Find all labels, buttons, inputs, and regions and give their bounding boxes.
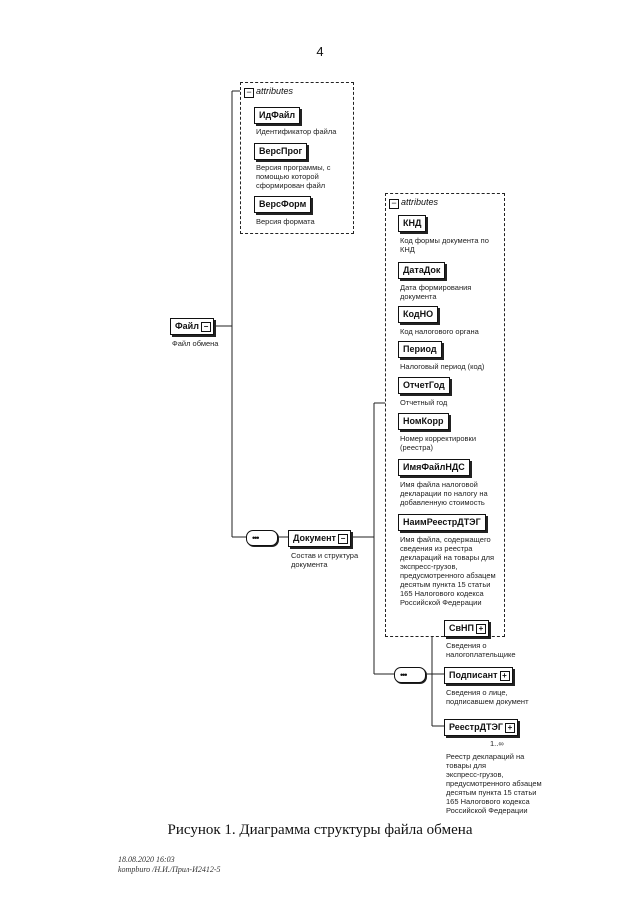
expand-icon[interactable]: +	[505, 723, 515, 733]
attributes-header: −attributes	[389, 197, 438, 209]
expand-icon[interactable]: +	[476, 624, 487, 634]
attr-naimreestrdteg[interactable]: НаимРеестрДТЭГ	[398, 514, 486, 531]
attr-period-desc: Налоговый период (код)	[400, 362, 485, 371]
element-document[interactable]: Документ−	[288, 530, 351, 547]
attr-versform[interactable]: ВерсФорм	[254, 196, 312, 213]
sequence-icon: •••	[246, 530, 278, 546]
attr-idfile[interactable]: ИдФайл	[254, 107, 301, 124]
attr-nomkorr[interactable]: НомКорр	[398, 413, 449, 430]
attr-otchetgod-desc: Отчетный год	[400, 398, 448, 407]
collapse-icon[interactable]: −	[389, 199, 399, 209]
footer-timestamp: 18.08.2020 16:03	[118, 855, 175, 864]
sequence-icon: •••	[394, 667, 426, 683]
expand-icon[interactable]: +	[499, 671, 510, 681]
element-podpisant[interactable]: Подписант+	[444, 667, 513, 684]
attr-otchetgod[interactable]: ОтчетГод	[398, 377, 450, 394]
attr-versform-desc: Версия формата	[256, 217, 315, 226]
attributes-header: −attributes	[244, 86, 293, 98]
footer-path: kompburo /Н.И./Прил-И2412-5	[118, 865, 221, 874]
expand-icon[interactable]: −	[200, 322, 211, 332]
element-svnp[interactable]: СвНП+	[444, 620, 490, 637]
element-reestrdteg[interactable]: РеестрДТЭГ+	[444, 719, 518, 736]
collapse-icon[interactable]: −	[244, 88, 254, 98]
element-file[interactable]: Файл−	[170, 318, 214, 335]
element-reestrdteg-multiplicity: 1..∞	[490, 739, 504, 748]
attr-nomkorr-desc: Номер корректировки(реестра)	[400, 434, 477, 452]
attr-idfile-desc: Идентификатор файла	[256, 127, 337, 136]
element-podpisant-desc: Сведения о лице,подписавшем документ	[446, 688, 529, 706]
attr-datadok[interactable]: ДатаДок	[398, 262, 446, 279]
expand-icon[interactable]: −	[337, 534, 348, 544]
attr-imyafaylnds[interactable]: ИмяФайлНДС	[398, 459, 470, 476]
attr-versprog[interactable]: ВерсПрог	[254, 143, 308, 160]
attr-knd[interactable]: КНД	[398, 215, 427, 232]
attr-kodno[interactable]: КодНО	[398, 306, 439, 323]
element-file-desc: Файл обмена	[172, 339, 219, 348]
attr-kodno-desc: Код налогового органа	[400, 327, 479, 336]
attr-period[interactable]: Период	[398, 341, 442, 358]
figure-caption: Рисунок 1. Диаграмма структуры файла обм…	[167, 822, 473, 838]
page-number: 4	[316, 44, 324, 59]
